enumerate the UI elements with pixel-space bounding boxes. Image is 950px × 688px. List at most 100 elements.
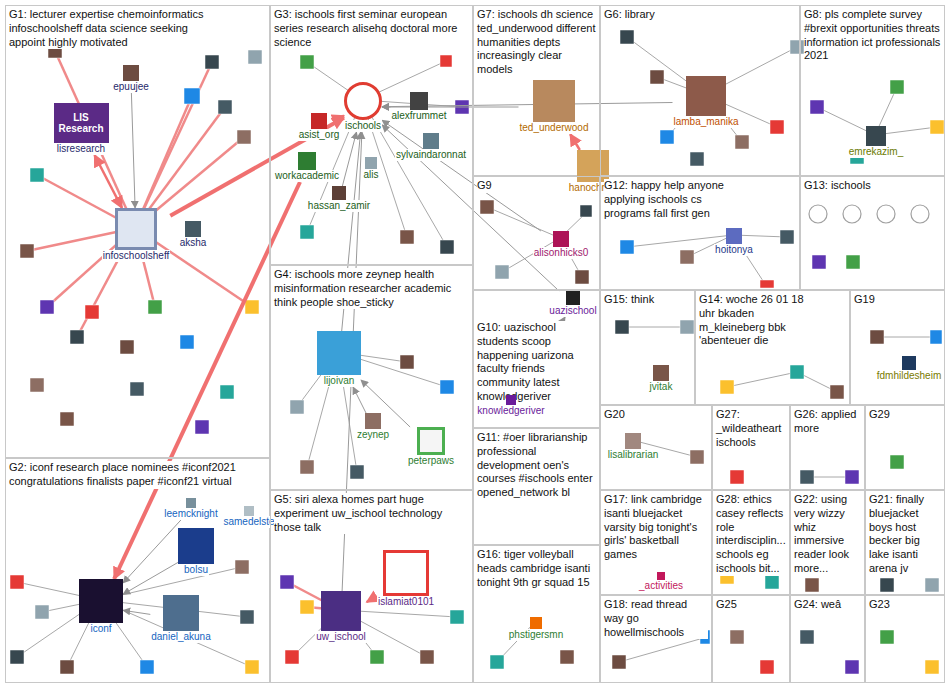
avatar [60,412,74,426]
avatar [690,450,704,464]
group-heading: G17: link cambridge isanti bluejacket va… [604,493,708,562]
group-heading: G22: using very wizzy whiz immersive rea… [794,493,861,576]
vertex-label: islamiat0101 [377,596,435,608]
vertex: jvitak [649,365,674,393]
avatar [846,255,860,269]
group-heading: G2: iconf research place nominees #iconf… [9,461,249,489]
avatar [765,575,779,589]
vertex: hoitonya [714,228,754,256]
vertex: infoschoolsheff [102,208,171,262]
vertex-label: phstigersmn [508,629,564,641]
group-heading: G4: ischools more zeynep health misinfor… [274,268,469,309]
avatars [10,30,944,674]
vertex-label: knowledgeriver [476,405,545,417]
avatar [870,330,884,344]
vertex-label: jvitak [649,381,674,393]
avatar-text: LIS Research [54,112,109,134]
avatar-image [123,65,139,81]
group-heading: G10: uazischool students scoop happening… [477,321,596,404]
avatar [440,380,454,394]
vertex-label: aksha [179,237,208,249]
avatar [300,460,314,474]
avatar [575,270,589,284]
vertex: fdmhildesheim [876,356,942,382]
group-heading: G20 [604,408,625,422]
vertex: daniel_akuna [150,595,212,643]
avatar-image [332,186,346,200]
group-box: G17: link cambridge isanti bluejacket va… [600,490,712,595]
tie-lines [17,37,937,667]
vertex: knowledgeriver [476,395,545,417]
avatar [845,660,859,674]
avatar [400,355,414,369]
group-box: G22: using very wizzy whiz immersive rea… [790,490,865,595]
avatar [85,305,99,319]
avatar [730,470,744,484]
vertex: uazischool [548,291,597,317]
group-box: G26: applied more [790,405,865,490]
avatar [925,660,939,674]
vertex-label: alisonhicks0 [533,247,589,259]
avatar [580,205,592,217]
connector [353,387,366,413]
group-box: G28: ethics casey reflects role interdis… [712,490,790,595]
group-heading: G16: tiger volleyball heads cambridge is… [477,548,596,589]
avatar [240,610,254,624]
vertex-label: epuujee [112,81,150,93]
avatar [450,610,464,624]
connector [342,132,356,186]
group-box: G20lisalibrarian [600,405,712,490]
vertex: leemcknight [163,498,218,520]
vertex: phstigersmn [508,617,564,641]
avatar [400,230,414,244]
group-box: G10: uazischool students scoop happening… [473,290,600,428]
avatar [800,630,814,644]
avatar-image [79,579,123,623]
group-heading: G1: lecturer expertise chemoinformatics … [9,8,219,49]
avatar-image [866,126,886,146]
avatar-image [417,427,445,455]
avatar [220,385,234,399]
vertex: alisonhicks0 [533,231,589,259]
group-heading: G8: pls complete survey #brexit opportun… [804,8,941,63]
avatar [245,300,259,314]
avatar [237,130,251,144]
avatar [845,470,859,484]
avatar-image [726,228,742,244]
vertex: zeynep [356,413,390,441]
avatar [730,630,744,644]
avatar [60,660,74,674]
vertex-label: emrekazim_ [848,146,904,158]
vertex-label: bolsu [183,564,209,576]
group-box: G6: librarylamba_manika [600,5,800,176]
group-heading: G13: ischools [804,179,871,193]
avatar [420,650,434,664]
self-loops [809,205,929,223]
group-box: G3: ischools first seminar european seri… [270,5,473,265]
vertex: ischools [344,82,382,132]
avatar [830,385,844,399]
avatar [650,70,664,84]
avatar [930,330,942,344]
avatar [790,40,804,54]
vertex-label: samedelste [222,516,275,528]
vertex: hassan_zamir [307,186,371,212]
avatar-image [657,572,665,580]
avatar [148,300,162,314]
group-box: G16: tiger volleyball heads cambridge is… [473,545,600,683]
group-box: G25 [712,595,790,683]
avatar-image [423,133,439,149]
avatar [890,455,904,469]
vertex: sylvaindaronnat [395,133,467,161]
avatar [70,330,84,344]
avatar [300,225,314,239]
vertex-label: lamba_manika [672,116,739,128]
vertex: alis [362,157,379,181]
avatar-image [185,221,201,237]
avatar-image [298,152,316,170]
avatar [612,655,626,669]
vertex: _activities [638,572,684,592]
avatar [370,650,384,664]
avatar [615,320,629,334]
avatar [805,578,819,592]
